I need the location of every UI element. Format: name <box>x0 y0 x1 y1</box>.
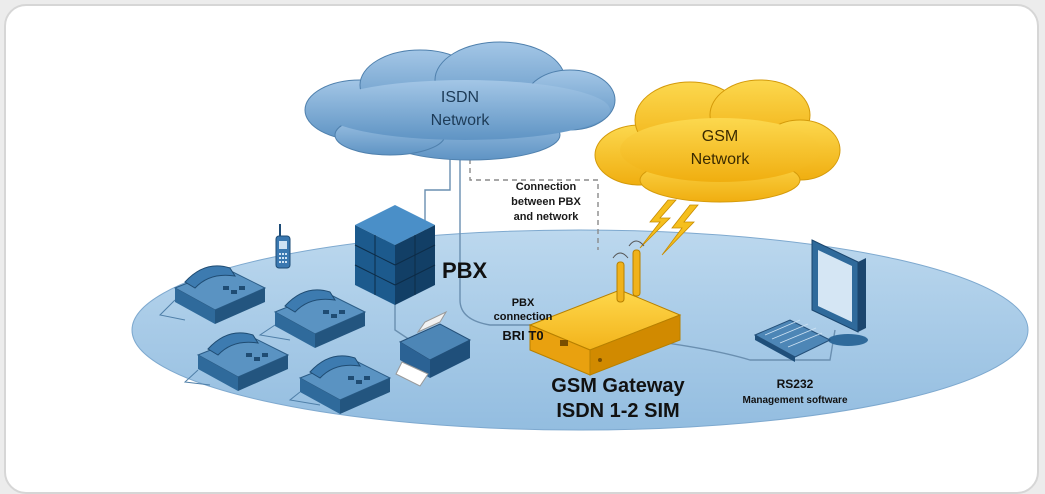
gsm-cloud: GSM Network <box>594 79 841 203</box>
dashed-network-link <box>469 150 599 250</box>
network-diagram: ISDN Network GSM Network Connection betw… <box>131 41 1029 431</box>
mobile-phone-icon <box>275 224 291 269</box>
antenna-icon <box>612 240 645 303</box>
lightning-icon <box>639 199 699 256</box>
desk-phone-icon <box>298 355 392 414</box>
management-label: Management software <box>742 395 847 406</box>
desk-phone-icon <box>273 289 367 348</box>
phone-wiring <box>158 299 321 406</box>
isdn-cloud-line1: ISDN <box>441 89 479 106</box>
gsm-gateway-icon <box>528 289 682 376</box>
monitor-icon <box>811 239 868 346</box>
pbx-connection-line1: PBX <box>512 297 535 309</box>
pbx-connection-line2: connection <box>494 311 553 323</box>
gsm-cloud-line1: GSM <box>702 128 738 145</box>
gateway-subtitle: ISDN 1-2 SIM <box>556 400 679 422</box>
rs232-label: RS232 <box>777 377 814 391</box>
desk-phone-icon <box>173 265 267 324</box>
pbx-label: PBX <box>442 258 488 283</box>
fax-icon <box>395 310 472 387</box>
pbx-connection-line3: BRI T0 <box>502 328 543 343</box>
connection-label-line1: Connection <box>516 181 577 193</box>
keyboard-icon <box>753 319 832 362</box>
connection-label-line2: between PBX <box>511 196 581 208</box>
isdn-cloud: ISDN Network <box>304 41 616 161</box>
connection-label-line3: and network <box>514 211 580 223</box>
gsm-cloud-line2: Network <box>691 151 751 168</box>
desk-phone-icon <box>196 332 290 391</box>
isdn-cloud-line2: Network <box>431 112 491 129</box>
gateway-title: GSM Gateway <box>551 375 685 397</box>
pbx-icon <box>354 205 436 305</box>
